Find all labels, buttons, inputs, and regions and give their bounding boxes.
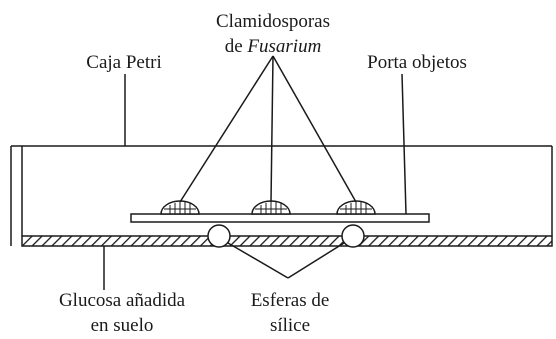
label-fusarium: Fusarium	[246, 36, 321, 57]
label-silica-line1: Esferas de	[251, 290, 330, 311]
label-slide: Porta objetos	[367, 52, 467, 73]
soil-layer	[21, 235, 553, 247]
silica-sphere-left	[207, 224, 231, 248]
label-soil-line1: Glucosa añadida	[59, 290, 186, 311]
microscope-slide	[130, 213, 430, 223]
label-chlamydospores-prefix: de	[225, 36, 248, 57]
petri-dish	[10, 145, 553, 246]
leader-silica-spheres	[227, 242, 345, 279]
label-soil-line2: en suelo	[91, 315, 154, 336]
chlamydospore-cluster-left	[160, 200, 200, 215]
label-petri-dish: Caja Petri	[86, 52, 161, 73]
label-silica-line2: sílice	[270, 315, 310, 336]
chlamydospore-cluster-right	[336, 200, 376, 215]
label-chlamydospores-line1: Clamidosporas	[216, 11, 330, 32]
leader-chlamydospores	[179, 55, 357, 203]
label-chlamydospores-line2: de Fusarium	[225, 36, 322, 57]
silica-sphere-right	[341, 224, 365, 248]
chlamydospore-cluster-center	[251, 200, 291, 215]
leader-slide	[401, 73, 407, 215]
